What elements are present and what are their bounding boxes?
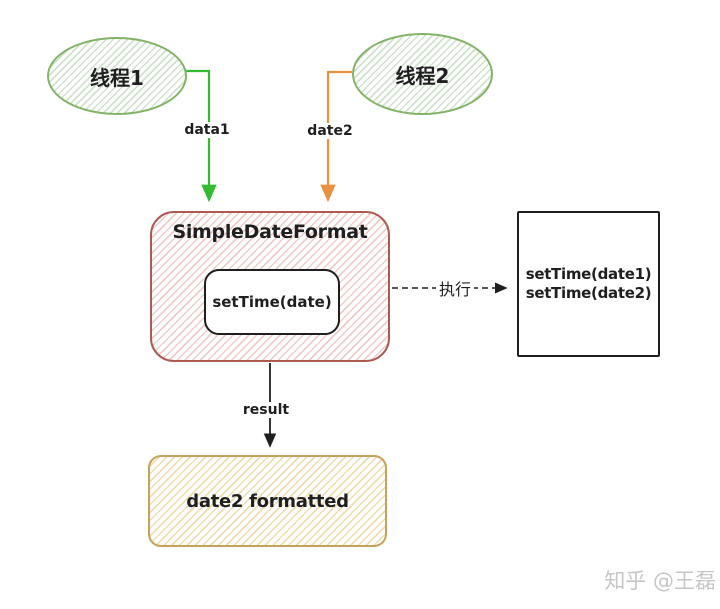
settime-inner-box: setTime(date) <box>204 269 340 335</box>
thread1-label: 线程1 <box>90 65 144 90</box>
data1-arrow <box>180 69 217 203</box>
data1-edge-label: data1 <box>181 122 233 138</box>
thread2-label: 线程2 <box>395 63 450 88</box>
date2-arrow <box>320 70 352 203</box>
watermark-text: 知乎 @王磊 <box>604 569 716 593</box>
output-label: date2 formatted <box>186 490 349 512</box>
settime-label: setTime(date) <box>212 293 332 311</box>
result-edge-label: result <box>239 402 293 418</box>
exec-box-line2: setTime(date2) <box>525 284 652 302</box>
simpledateformat-box: SimpleDateFormat setTime(date) <box>150 211 390 362</box>
exec-box-line1: setTime(date1) <box>525 264 652 283</box>
output-box: date2 formatted <box>148 455 387 547</box>
date2-edge-label: date2 <box>304 123 356 139</box>
exec-result-box: setTime(date1) setTime(date2) <box>517 211 660 357</box>
thread2-node: 线程2 <box>352 33 493 115</box>
simpledateformat-title: SimpleDateFormat <box>172 221 368 243</box>
exec-edge-label: 执行 <box>435 276 475 300</box>
thread1-node: 线程1 <box>47 37 187 115</box>
